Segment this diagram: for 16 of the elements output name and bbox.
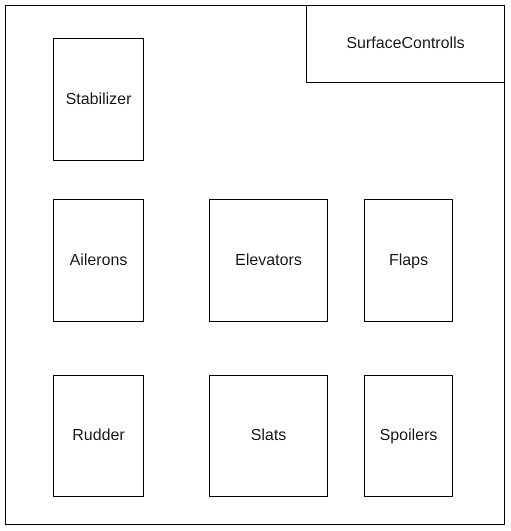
box-label: Spoilers [378, 427, 438, 445]
box-label: Ailerons [68, 252, 128, 270]
box-label: Elevators [234, 252, 303, 270]
box-label: Flaps [388, 252, 430, 270]
component-box [364, 199, 453, 322]
box-label: Slats [250, 427, 288, 445]
component-box [53, 375, 144, 497]
box-label: Rudder [71, 427, 126, 445]
component-box [364, 375, 453, 497]
container-frame [5, 5, 505, 525]
component-box [209, 375, 328, 497]
box-label: Stabilizer [64, 90, 132, 108]
frame-title: SurfaceControlls [306, 5, 505, 83]
component-box [53, 199, 144, 322]
component-box [53, 38, 144, 161]
component-box [209, 199, 328, 322]
